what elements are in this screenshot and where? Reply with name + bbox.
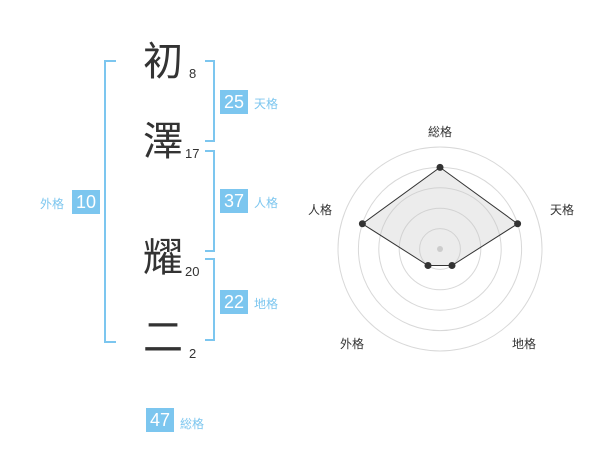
stroke-count-3: 20 bbox=[185, 264, 200, 279]
jinkaku-bracket bbox=[205, 150, 215, 252]
radar-grid-ring bbox=[378, 187, 502, 311]
gaikaku-bracket bbox=[104, 60, 116, 343]
name-char-2: 澤 bbox=[143, 119, 183, 165]
chikaku-bracket bbox=[205, 258, 215, 341]
name-char-4: 二 bbox=[143, 315, 183, 361]
tenkaku-score: 25 bbox=[220, 90, 248, 114]
radar-grid-ring bbox=[419, 228, 461, 270]
stroke-count-2: 17 bbox=[185, 146, 200, 161]
tenkaku-bracket bbox=[205, 60, 215, 142]
radar-points bbox=[358, 163, 522, 270]
radar-grid-ring bbox=[337, 146, 543, 352]
name-char-3: 耀 bbox=[143, 235, 183, 281]
radar-label-chikaku: 地格 bbox=[512, 337, 537, 351]
jinkaku-score: 37 bbox=[220, 189, 248, 213]
gaikaku-score: 10 bbox=[72, 190, 100, 214]
radar-label-soukaku: 総格 bbox=[428, 125, 453, 139]
soukaku-score: 47 bbox=[146, 408, 174, 432]
radar-point-0 bbox=[436, 163, 444, 171]
gaikaku-label: 外格 bbox=[40, 197, 65, 211]
radar-grid-ring bbox=[398, 207, 482, 291]
tenkaku-label: 天格 bbox=[254, 97, 279, 111]
radar-label-tenkaku: 天格 bbox=[550, 203, 575, 217]
stroke-count-1: 8 bbox=[189, 66, 197, 81]
radar-label-gaikaku: 外格 bbox=[340, 337, 365, 351]
radar-label-jinkaku: 人格 bbox=[308, 203, 333, 217]
stroke-count-4: 2 bbox=[189, 346, 197, 361]
name-char-1: 初 bbox=[143, 39, 183, 85]
radar-shape bbox=[361, 166, 519, 266]
radar-point-4 bbox=[358, 220, 366, 228]
radar-point-2 bbox=[448, 262, 456, 270]
chikaku-label: 地格 bbox=[254, 297, 279, 311]
radar-center-dot bbox=[437, 246, 443, 252]
radar-point-1 bbox=[514, 220, 522, 228]
soukaku-label: 総格 bbox=[180, 417, 205, 431]
radar-point-3 bbox=[424, 262, 432, 270]
jinkaku-label: 人格 bbox=[254, 196, 279, 210]
chikaku-score: 22 bbox=[220, 290, 248, 314]
